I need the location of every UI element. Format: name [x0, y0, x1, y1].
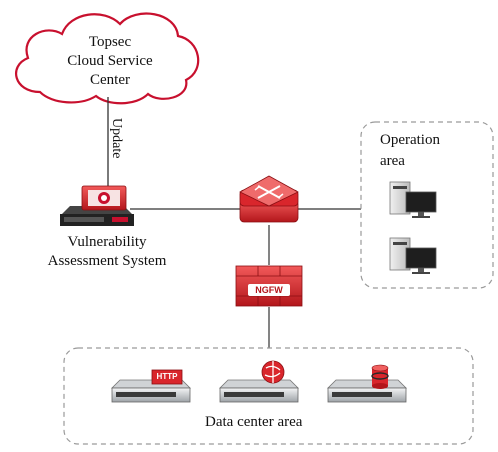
- data-center-area-box: [63, 347, 474, 445]
- operation-area-line2: area: [380, 153, 405, 169]
- data-center-area-label: Data center area: [205, 414, 303, 430]
- http-badge: HTTP: [156, 372, 178, 381]
- workstation-icon-2: [389, 237, 437, 274]
- cloud-label-line3: Center: [90, 72, 130, 88]
- cloud-shape: [15, 12, 200, 105]
- web-server-icon: [219, 360, 299, 403]
- cloud-label-line1: Topsec: [88, 34, 132, 50]
- router-icon: [239, 175, 299, 223]
- ngfw-firewall-icon: [235, 265, 303, 307]
- vulnerability-scanner-device-icon: [60, 185, 134, 226]
- database-server-icon: [327, 364, 407, 403]
- workstation-icon-1: [389, 181, 437, 218]
- ngfw-badge: NGFW: [248, 284, 290, 296]
- vas-label-line2: Assessment System: [47, 253, 167, 269]
- cloud-label: Topsec Cloud Service Center: [40, 33, 180, 90]
- vulnerability-assessment-label: Vulnerability Assessment System: [22, 233, 192, 271]
- operation-area-box: [360, 121, 494, 289]
- cloud-label-line2: Cloud Service: [67, 53, 153, 69]
- update-arrow-label: Update: [109, 118, 124, 159]
- http-server-icon: [111, 369, 191, 403]
- operation-area-line1: Operation: [380, 132, 440, 148]
- vas-label-line1: Vulnerability: [67, 234, 147, 250]
- operation-area-label: Operation area: [380, 130, 440, 172]
